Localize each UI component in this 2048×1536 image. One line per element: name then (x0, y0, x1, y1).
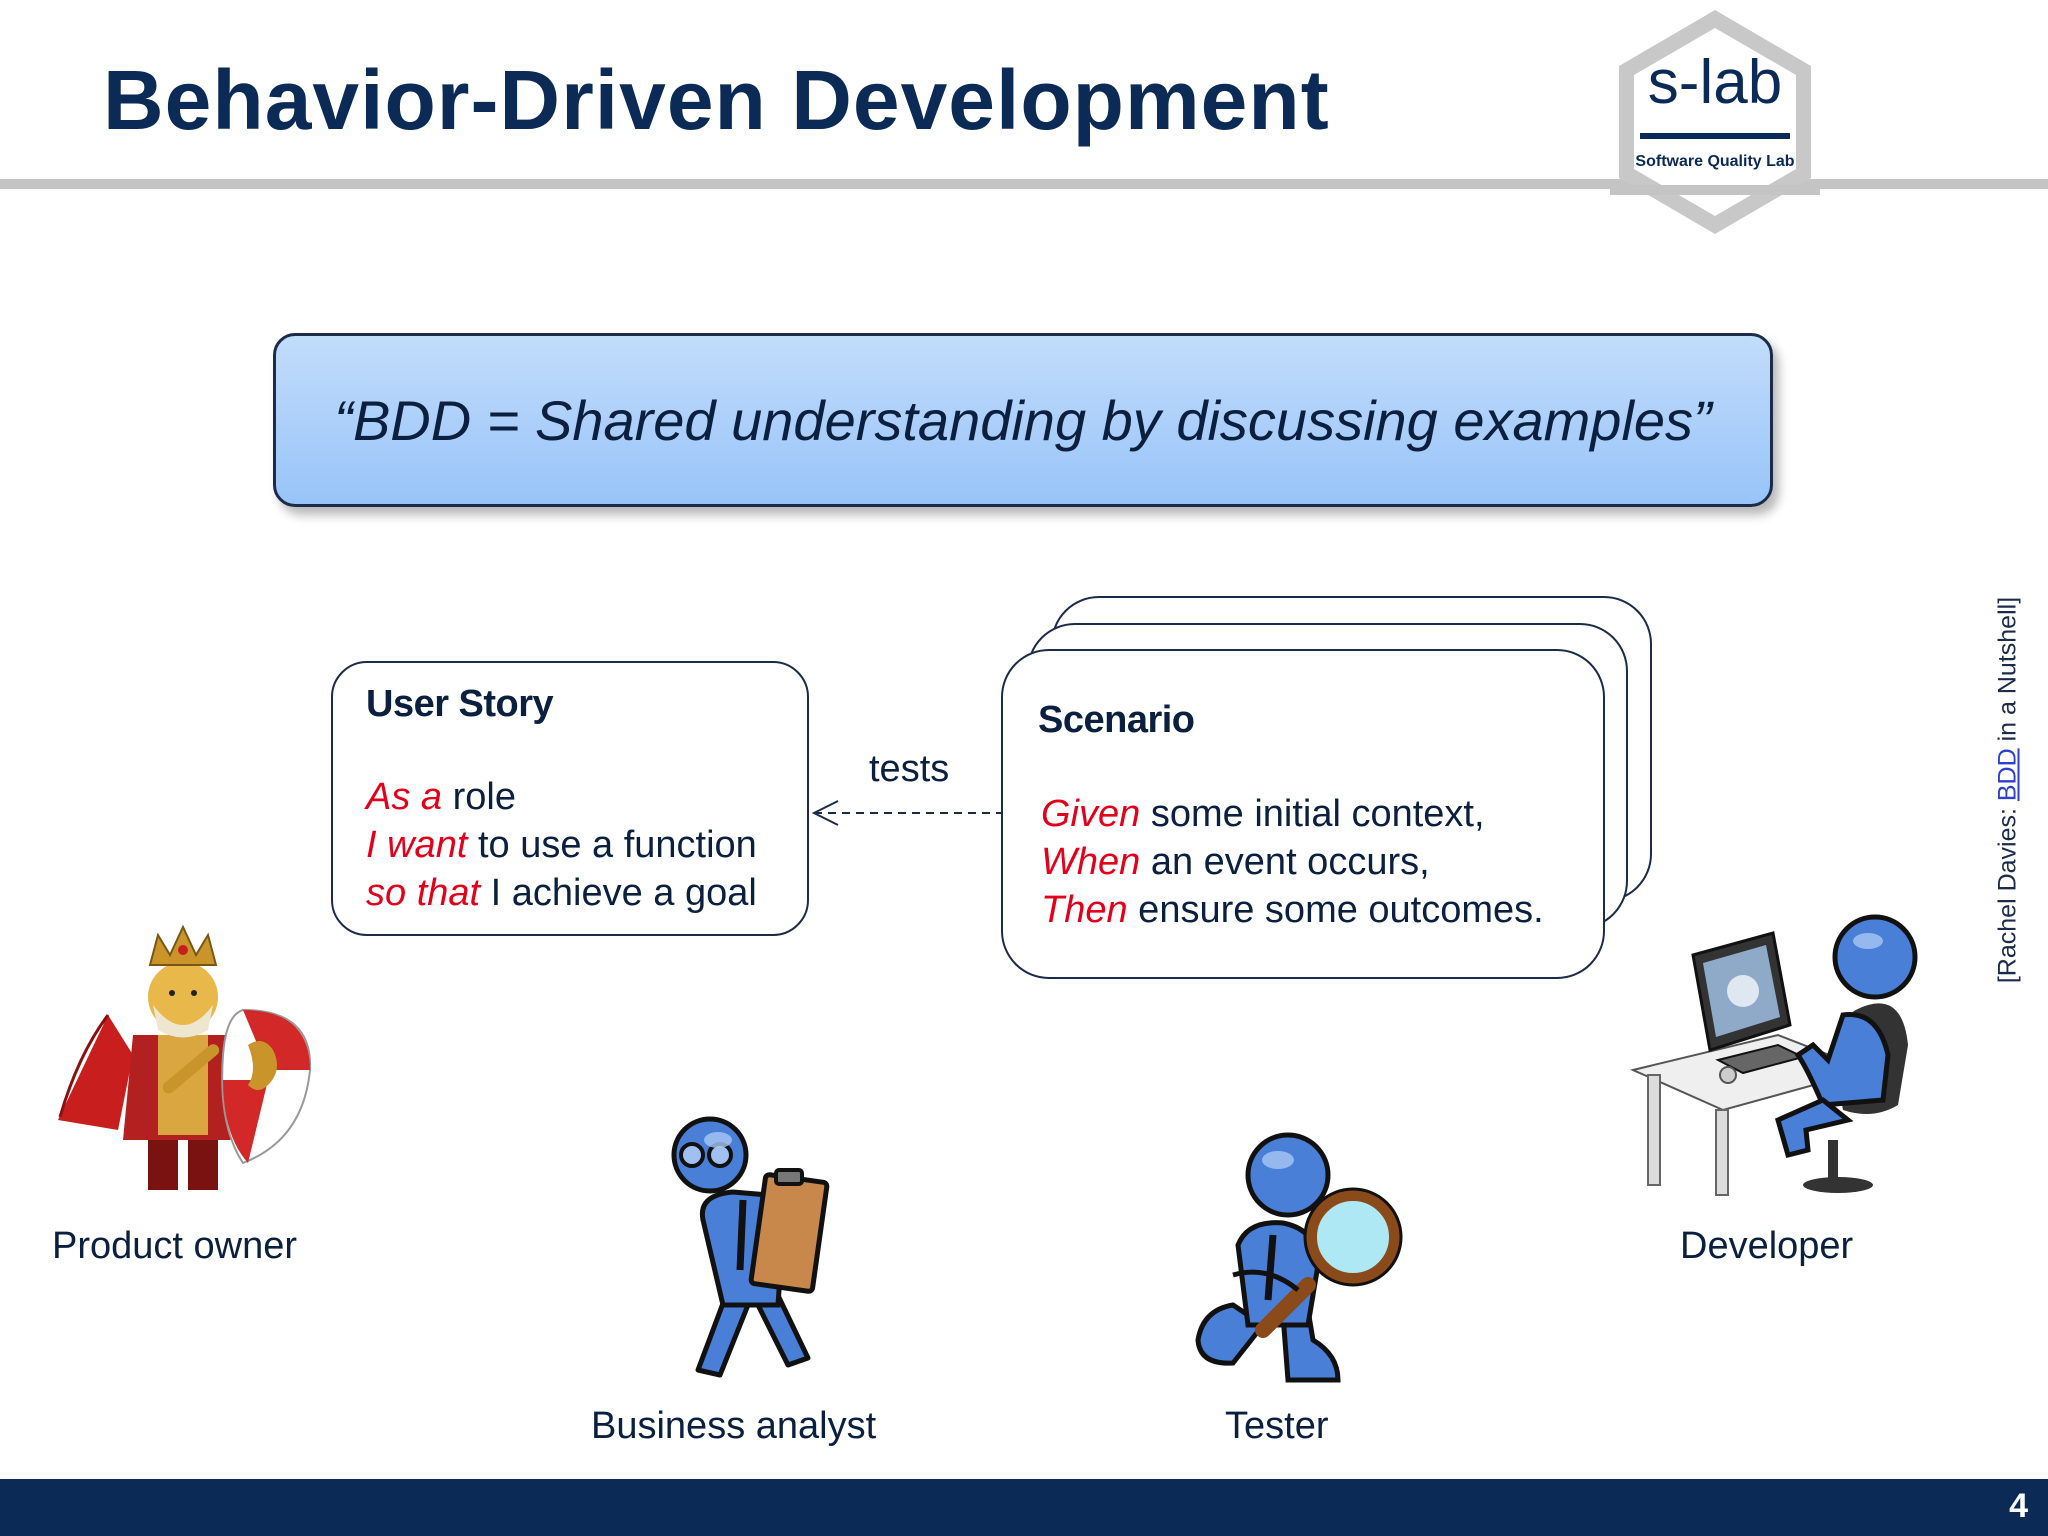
dashed-arrow-icon (811, 800, 1004, 826)
keyword: When (1041, 841, 1141, 883)
citation-suffix: in a Nutshell] (1993, 596, 2022, 749)
quote-text: “BDD = Shared understanding by discussin… (334, 388, 1712, 452)
logo-name: s-lab (1648, 48, 1782, 117)
keyword: so that (366, 872, 481, 914)
line-text: role (442, 776, 516, 818)
tests-label: tests (869, 748, 950, 790)
footer-bar: 4 (0, 1479, 2048, 1536)
scenario-line: Given some initial context, (1041, 793, 1485, 836)
line-text: ensure some outcomes. (1127, 889, 1544, 931)
quote-box: “BDD = Shared understanding by discussin… (273, 333, 1773, 507)
scenario-card: Scenario Given some initial context, Whe… (1001, 649, 1605, 979)
logo-tagline: Software Quality Lab (1635, 153, 1794, 170)
slide-title: Behavior-Driven Development (103, 53, 1330, 147)
role-label-developer: Developer (1680, 1225, 1854, 1267)
user-story-line: As a role (366, 776, 516, 819)
role-label-business-analyst: Business analyst (591, 1405, 877, 1447)
keyword: I want (366, 824, 468, 866)
tester-figure-icon (1195, 1132, 1403, 1383)
scenario-heading: Scenario (1038, 699, 1195, 741)
role-label-tester: Tester (1225, 1405, 1329, 1447)
line-text: to use a function (467, 824, 757, 866)
slab-logo: s-lab Software Quality Lab (1610, 10, 1820, 234)
user-story-heading: User Story (366, 683, 554, 725)
user-story-line: so that I achieve a goal (366, 872, 757, 915)
user-story-card: User Story As a role I want to use a fun… (331, 661, 809, 936)
business-analyst-figure-icon (671, 1116, 830, 1378)
title-divider (0, 179, 2048, 189)
citation-prefix: [Rachel Davies: (1993, 801, 2022, 984)
page-number: 4 (2009, 1487, 2028, 1525)
line-text: an event occurs, (1140, 841, 1430, 883)
developer-figure-icon (1629, 914, 1918, 1196)
line-text: some initial context, (1140, 793, 1485, 835)
line-text: I achieve a goal (480, 872, 757, 914)
role-label-product-owner: Product owner (52, 1225, 298, 1267)
scenario-line: Then ensure some outcomes. (1041, 889, 1544, 932)
keyword: Given (1041, 793, 1141, 835)
citation-link[interactable]: BDD (1993, 748, 2022, 802)
keyword: Then (1041, 889, 1128, 931)
keyword: As a (366, 776, 443, 818)
scenario-line: When an event occurs, (1041, 841, 1430, 884)
user-story-line: I want to use a function (366, 824, 757, 867)
product-owner-figure-icon (58, 924, 312, 1190)
